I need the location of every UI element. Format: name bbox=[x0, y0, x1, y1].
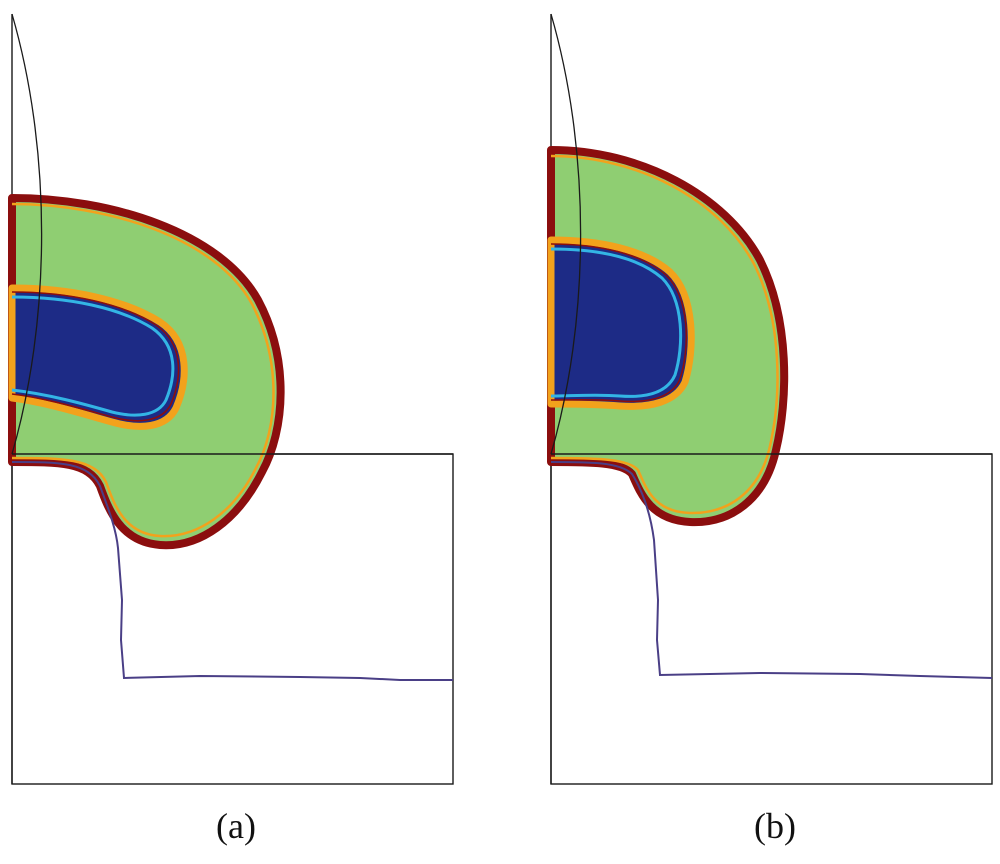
blue-core bbox=[547, 236, 695, 410]
lower-domain-box bbox=[550, 453, 993, 785]
outer-halo bbox=[550, 154, 779, 515]
panel-b bbox=[547, 13, 993, 785]
reference-arc bbox=[11, 13, 43, 455]
blue-core-rim-cyan bbox=[11, 295, 175, 417]
blue-core-rim-red bbox=[11, 291, 180, 422]
blue-core-rim-cyan bbox=[550, 247, 683, 398]
blue-core-rim-red bbox=[550, 243, 688, 403]
reference-arc bbox=[550, 13, 582, 455]
panel-b-label: (b) bbox=[754, 806, 796, 846]
profile-line bbox=[550, 461, 993, 679]
outer-halo bbox=[11, 202, 275, 538]
panel-a bbox=[8, 13, 454, 785]
panel-a-label: (a) bbox=[216, 806, 256, 846]
profile-line bbox=[11, 461, 453, 681]
